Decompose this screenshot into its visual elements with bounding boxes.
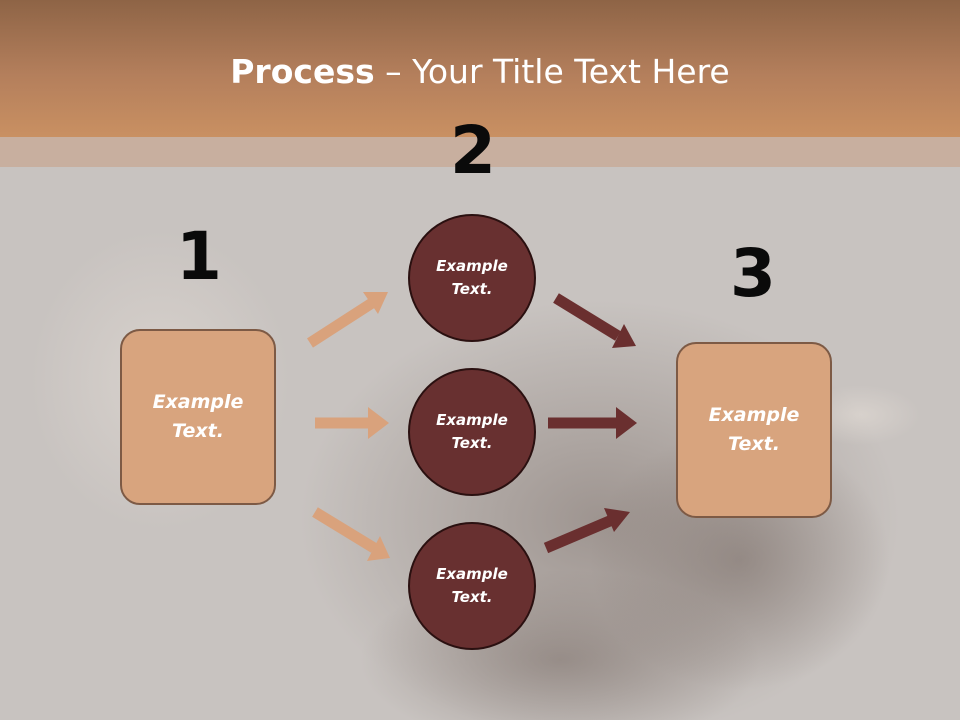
arrow-top-to-right — [553, 293, 621, 341]
arrow-bottom-to-right-head — [604, 508, 630, 532]
slide-title: Process – Your Title Text Here — [0, 52, 960, 91]
header-band — [0, 137, 960, 167]
header-bar — [0, 0, 960, 137]
process-box-right-text: Example Text. — [708, 404, 800, 455]
arrow-bottom-to-right — [543, 514, 615, 554]
arrow-left-to-middle-head — [368, 407, 389, 439]
process-circle-middle-text: Example Text. — [436, 411, 508, 452]
process-box-right: Example Text. — [676, 342, 832, 518]
process-circle-bottom: Example Text. — [408, 522, 536, 650]
arrow-middle-to-right-head — [616, 407, 637, 439]
step-number-3: 3 — [730, 235, 776, 312]
step-number-2: 2 — [450, 112, 496, 189]
step-number-1: 1 — [176, 218, 222, 295]
arrow-left-to-top-head — [363, 292, 388, 314]
process-circle-bottom-text: Example Text. — [436, 565, 508, 606]
arrow-left-to-top — [307, 298, 375, 348]
arrow-left-to-bottom-head — [367, 536, 390, 561]
process-circle-middle: Example Text. — [408, 368, 536, 496]
arrow-top-to-right-head — [612, 324, 636, 348]
title-rest: – Your Title Text Here — [374, 52, 730, 91]
arrow-left-to-bottom — [312, 507, 377, 553]
process-circle-top: Example Text. — [408, 214, 536, 342]
process-box-left-text: Example Text. — [152, 391, 244, 442]
process-circle-top-text: Example Text. — [436, 257, 508, 298]
process-box-left: Example Text. — [120, 329, 276, 505]
title-bold: Process — [230, 52, 375, 91]
